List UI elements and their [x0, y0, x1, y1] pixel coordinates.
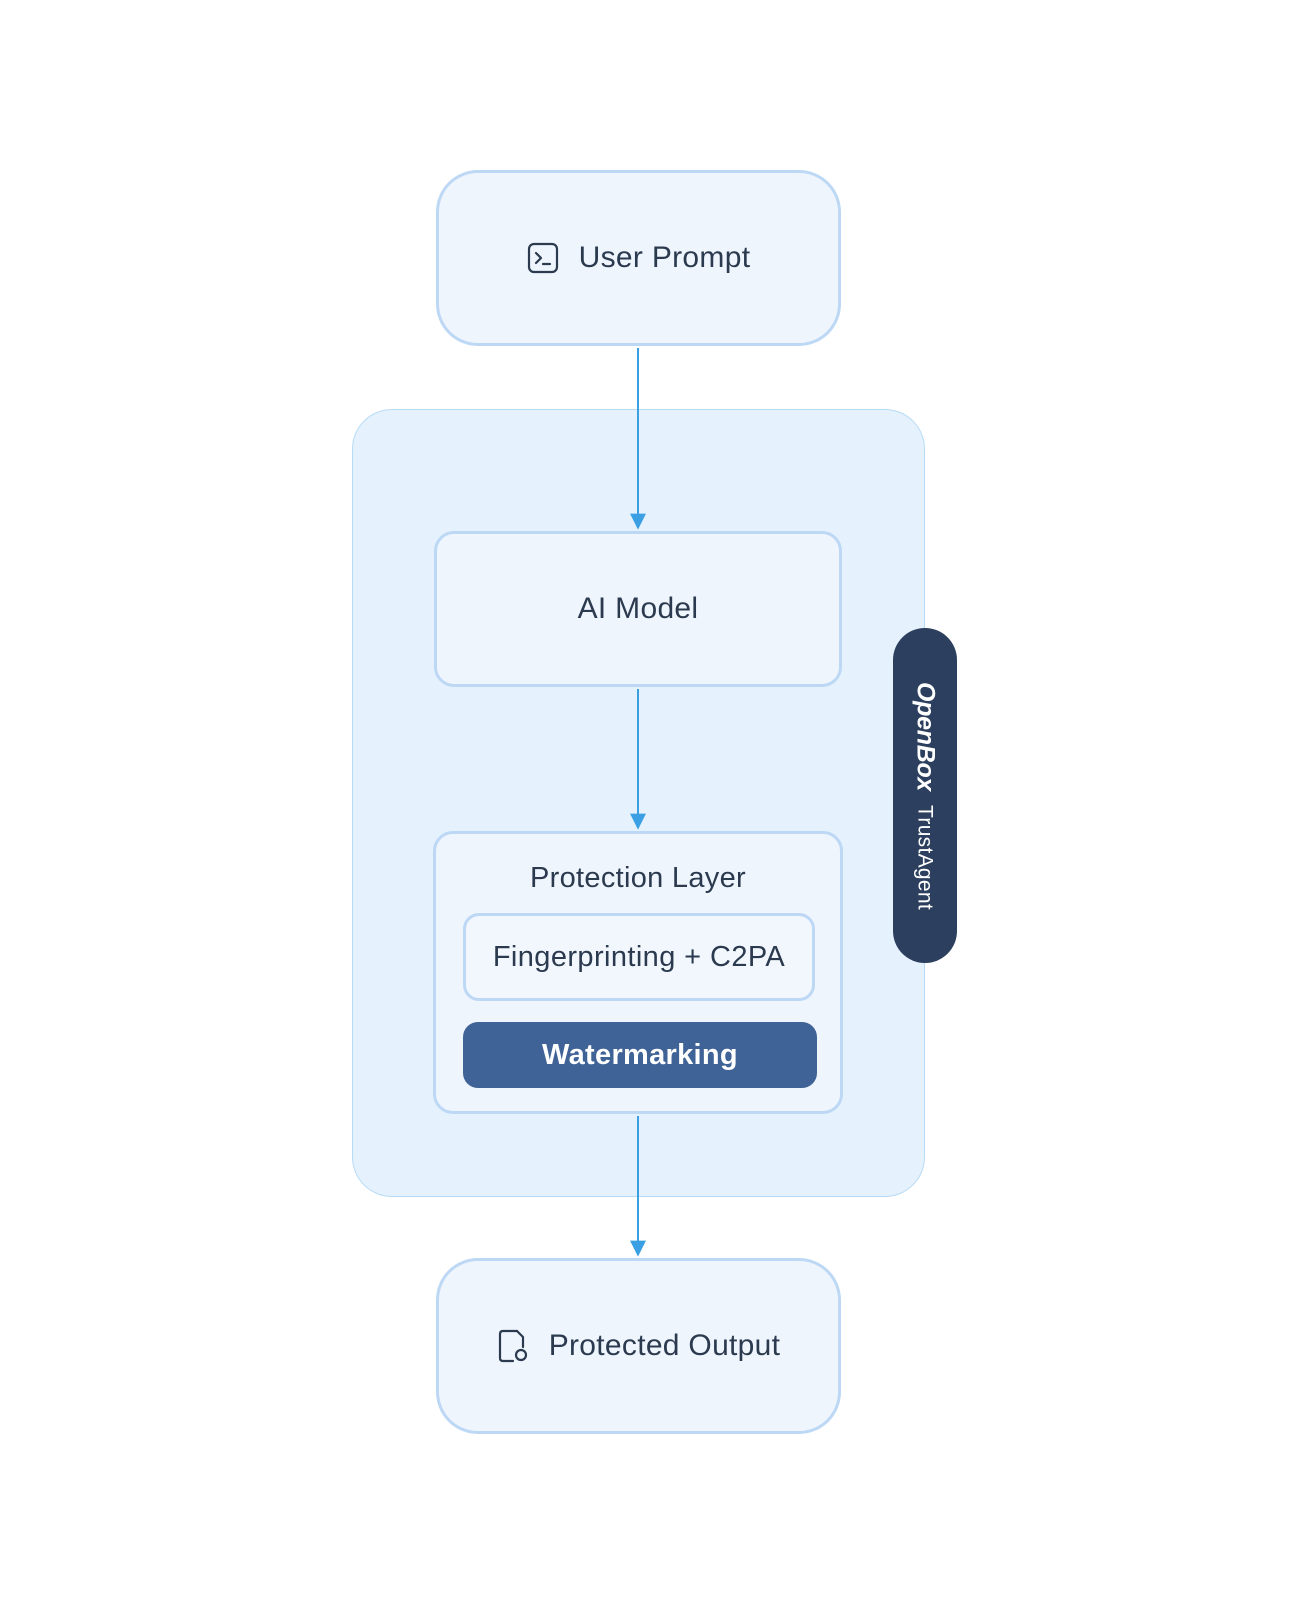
- badge-text: OpenBox TrustAgent: [911, 646, 940, 946]
- protection-layer-node: Protection Layer Fingerprinting + C2PA W…: [433, 831, 843, 1114]
- protection-layer-title: Protection Layer: [530, 862, 746, 894]
- protected-file-icon: [497, 1329, 529, 1363]
- protected-output-label: Protected Output: [548, 1329, 781, 1362]
- user-prompt-node: User Prompt: [436, 170, 841, 346]
- ai-model-node: AI Model: [434, 531, 842, 687]
- trustagent-label: TrustAgent: [914, 804, 937, 910]
- openbox-trustagent-badge: OpenBox TrustAgent: [893, 628, 957, 963]
- ai-model-label: AI Model: [577, 592, 699, 625]
- openbox-logo: OpenBox: [911, 681, 940, 791]
- fingerprinting-box: Fingerprinting + C2PA: [463, 913, 815, 1001]
- watermarking-box: Watermarking: [463, 1022, 817, 1088]
- protected-output-node: Protected Output: [436, 1258, 841, 1434]
- terminal-icon: [527, 242, 559, 274]
- user-prompt-label: User Prompt: [578, 241, 751, 274]
